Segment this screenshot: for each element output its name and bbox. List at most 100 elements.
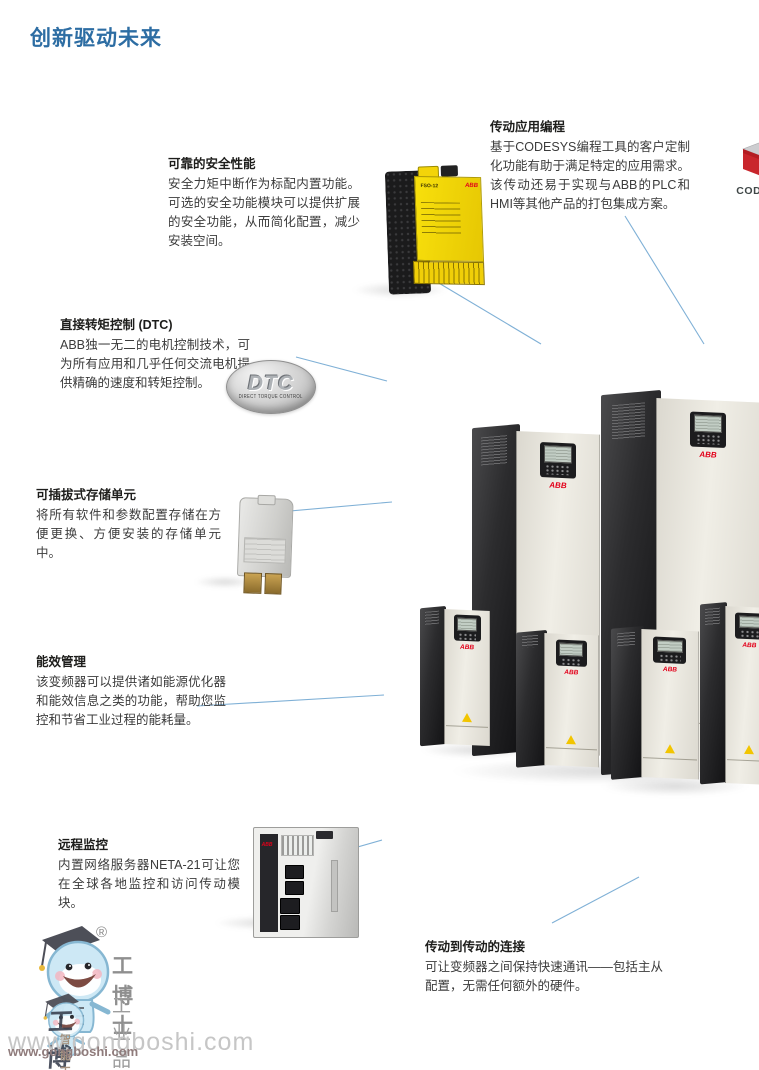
codesys-label: CODESYS	[736, 185, 759, 197]
drive-control-panel	[453, 614, 481, 642]
drive-control-panel	[689, 411, 726, 449]
drive-front-panel: ABB	[443, 608, 490, 746]
feature-remote: 远程监控 内置网络服务器NETA-21可让您在全球各地监控和访问传动模块。	[58, 836, 240, 913]
memory-unit-image	[233, 494, 294, 595]
drive-vent	[521, 634, 539, 649]
feature-drive-to-drive: 传动到传动的连接 可让变频器之间保持快速通讯——包括主从配置，无需任何额外的硬件…	[425, 938, 663, 996]
shadow	[194, 576, 256, 588]
safety-module-connector	[440, 165, 458, 177]
drive-vent	[704, 608, 720, 626]
abb-logo: ABB	[261, 842, 273, 848]
abb-logo: ABB	[549, 480, 567, 490]
safety-module-text-lines	[420, 201, 462, 236]
drive-far-right-cropped: ABB	[700, 602, 759, 788]
registered-mark: ®	[96, 924, 108, 941]
ethernet-port	[285, 864, 304, 879]
drive-seam	[546, 746, 597, 750]
feature-dtc: 直接转矩控制 (DTC) ABB独一无二的电机控制技术，可为所有应用和几乎任何交…	[60, 316, 250, 393]
feature-title: 可靠的安全性能	[168, 157, 256, 171]
mascot-icon	[39, 926, 111, 1033]
drive-side-panel	[516, 630, 547, 768]
drive-display	[694, 414, 722, 433]
warning-triangle-icon	[566, 734, 577, 744]
codesys-logo: CODESYS	[732, 140, 759, 206]
neta21-slot	[330, 860, 339, 913]
memory-unit-pin	[243, 572, 262, 594]
mascot-small-icon	[43, 993, 86, 1056]
ethernet-port	[285, 881, 304, 896]
feature-title: 远程监控	[58, 838, 109, 852]
memory-unit-label-area	[243, 537, 286, 565]
codesys-cube-icon	[742, 142, 759, 176]
feature-body: ABB独一无二的电机控制技术，可为所有应用和几乎任何交流电机提供精确的速度和转矩…	[60, 338, 250, 390]
drive-seam	[727, 758, 759, 762]
drive-medium-front-right: ABB	[611, 626, 699, 782]
drive-vent	[611, 402, 645, 440]
drive-vent	[480, 434, 507, 467]
drive-seam	[643, 757, 697, 761]
drive-display	[657, 639, 683, 654]
warning-triangle-icon	[665, 744, 676, 754]
watermark-url-small: www.gongboshi.com	[8, 1044, 139, 1059]
feature-title: 直接转矩控制 (DTC)	[60, 318, 173, 332]
drive-control-panel	[540, 441, 577, 479]
drive-keypad	[658, 654, 682, 663]
abb-logo: ABB	[564, 668, 579, 677]
warning-triangle-icon	[461, 712, 472, 723]
dtc-subtext: DIRECT TORQUE CONTROL	[238, 394, 304, 400]
feature-body: 内置网络服务器NETA-21可让您在全球各地监控和访问传动模块。	[58, 858, 240, 910]
drive-control-panel	[735, 611, 759, 640]
feature-body: 将所有软件和参数配置存储在方便更换、方便安装的存储单元中。	[36, 508, 221, 560]
watermark-tagline-mall: 工业品商城	[112, 996, 135, 1070]
memory-unit-notch	[257, 494, 276, 506]
watermark-tagline-service: 智能工厂服务商	[60, 1034, 73, 1070]
abb-logo: ABB	[464, 182, 478, 189]
safety-module-terminals	[412, 261, 485, 287]
feature-programming: 传动应用编程 基于CODESYS编程工具的客户定制化功能有助于满足特定的应用需求…	[490, 118, 690, 214]
dtc-logo: DTC DIRECT TORQUE CONTROL	[226, 360, 316, 414]
watermark-brand: 工博士	[112, 955, 147, 1038]
drive-control-panel	[653, 636, 687, 664]
drive-vent	[424, 610, 439, 625]
feature-body: 该变频器可以提供诸如能源优化器和能效信息之类的功能，帮助您监控和节省工业过程的能…	[36, 675, 226, 727]
abb-logo: ABB	[459, 643, 474, 652]
safety-module-label: FSO-12	[420, 182, 438, 189]
safety-module-front: FSO-12 ABB	[413, 175, 485, 262]
drive-display	[544, 444, 572, 463]
feature-title: 传动到传动的连接	[425, 940, 526, 954]
connector-line	[551, 876, 640, 924]
drive-display	[738, 614, 759, 629]
drive-front-panel: ABB	[725, 605, 759, 785]
feature-body: 基于CODESYS编程工具的客户定制化功能有助于满足特定的应用需求。该传动还易于…	[490, 140, 691, 211]
drive-seam	[445, 725, 489, 729]
ethernet-port	[280, 914, 300, 930]
memory-unit-pin	[264, 572, 283, 595]
watermark-url-large: www.gongboshi.com	[8, 1028, 255, 1056]
drive-side-panel	[420, 606, 446, 746]
drive-keypad	[545, 463, 571, 475]
drive-control-panel	[555, 639, 588, 667]
drive-side-panel	[611, 626, 644, 781]
neta21-vents	[281, 835, 315, 856]
drive-small-front-left: ABB	[420, 606, 490, 748]
drive-display	[456, 617, 478, 632]
feature-safety: 可靠的安全性能 安全力矩中断作为标配内置功能。可选的安全功能模块可以提供扩展的安…	[168, 155, 360, 251]
feature-title: 能效管理	[36, 655, 87, 669]
dtc-text: DTC	[247, 372, 295, 395]
drive-side-panel	[700, 602, 728, 785]
ethernet-port	[280, 898, 300, 914]
drive-front-panel: ABB	[641, 629, 699, 780]
neta21-body: ABB	[253, 826, 359, 938]
connector-line	[624, 215, 705, 345]
drive-small-front-middle: ABB	[516, 630, 599, 769]
drive-keypad	[695, 433, 721, 445]
abb-logo: ABB	[742, 641, 757, 649]
drive-keypad	[740, 629, 759, 638]
feature-body: 安全力矩中断作为标配内置功能。可选的安全功能模块可以提供扩展的安全功能，从而简化…	[168, 177, 360, 248]
drive-keypad	[457, 632, 476, 641]
abb-logo: ABB	[662, 665, 678, 674]
neta21-connector	[316, 830, 334, 839]
neta21-front-strip: ABB	[260, 834, 278, 933]
feature-title: 传动应用编程	[490, 120, 566, 134]
drive-display	[559, 642, 584, 657]
